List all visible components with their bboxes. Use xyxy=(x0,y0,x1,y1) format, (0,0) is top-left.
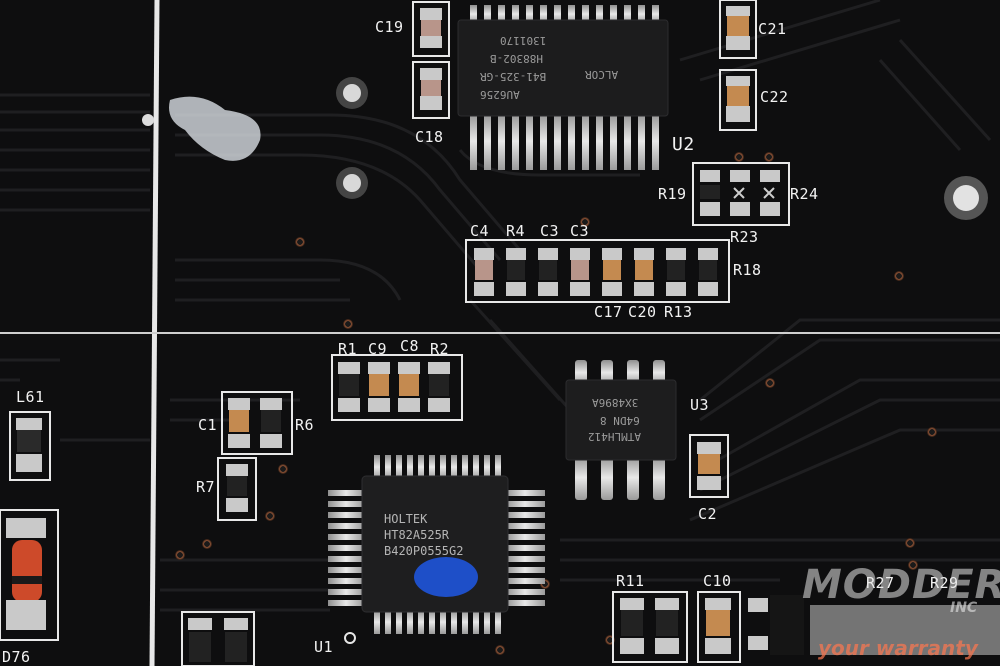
label-c18: C18 xyxy=(415,128,444,146)
chip-u3 xyxy=(565,360,677,500)
blue-paint-dot xyxy=(414,557,478,597)
label-u3: U3 xyxy=(690,396,710,414)
u1-marking-1: HT82A525R xyxy=(384,528,450,542)
label-u2: U2 xyxy=(672,134,695,155)
label-r2: R2 xyxy=(430,340,450,358)
label-r7: R7 xyxy=(196,478,216,496)
label-c20: C20 xyxy=(628,303,657,321)
mounting-holes xyxy=(142,77,988,220)
copper-traces xyxy=(0,0,1000,612)
label-r29: R29 xyxy=(930,574,959,592)
label-r27: R27 xyxy=(866,574,895,592)
label-l61: L61 xyxy=(16,388,45,406)
chip-u1 xyxy=(328,455,545,644)
u2-marking-3: H88302-B xyxy=(490,52,543,65)
u3-marking-2: 64DN 8 xyxy=(600,414,640,427)
label-c10: C10 xyxy=(703,572,732,590)
watermark-inc: INC xyxy=(950,600,978,616)
silkscreen-outlines xyxy=(0,0,790,666)
glue-residue xyxy=(169,96,261,161)
label-c1: C1 xyxy=(198,416,218,434)
u3-marking-3: 3X4896A xyxy=(592,396,639,409)
chip-u2 xyxy=(457,5,669,170)
u2-marking-4: 1301170 xyxy=(500,34,547,47)
u1-marking-2: B420P0555G2 xyxy=(384,544,464,558)
label-c4: C4 xyxy=(470,222,490,240)
label-r24: R24 xyxy=(790,185,819,203)
u2-marking-1: AU6256 xyxy=(480,88,520,101)
label-c17: C17 xyxy=(594,303,623,321)
label-r23: R23 xyxy=(730,228,759,246)
label-c21: C21 xyxy=(758,20,787,38)
label-r4: R4 xyxy=(506,222,526,240)
label-c3a: C3 xyxy=(540,222,560,240)
watermark-logo: MODDERS xyxy=(802,562,1000,608)
label-c2: C2 xyxy=(698,505,718,523)
u2-brand: ALCOR xyxy=(585,68,619,81)
smd-components xyxy=(6,6,1000,662)
label-c3b: C3 xyxy=(570,222,590,240)
label-r18: R18 xyxy=(733,261,762,279)
label-r6: R6 xyxy=(295,416,315,434)
watermark-tagline: your warranty xyxy=(818,636,978,660)
label-c19: C19 xyxy=(375,18,404,36)
label-r1: R1 xyxy=(338,340,358,358)
label-c8: C8 xyxy=(400,337,420,355)
u2-marking-2: B41-325-GR xyxy=(480,70,547,83)
label-c9: C9 xyxy=(368,340,388,358)
u3-marking-1: ATMLH412 xyxy=(588,430,641,443)
label-d76: D76 xyxy=(2,648,31,666)
label-r19: R19 xyxy=(658,185,687,203)
label-c22: C22 xyxy=(760,88,789,106)
label-r13: R13 xyxy=(664,303,693,321)
label-u1: U1 xyxy=(314,638,334,656)
label-r11: R11 xyxy=(616,572,645,590)
u1-brand: HOLTEK xyxy=(384,512,428,526)
